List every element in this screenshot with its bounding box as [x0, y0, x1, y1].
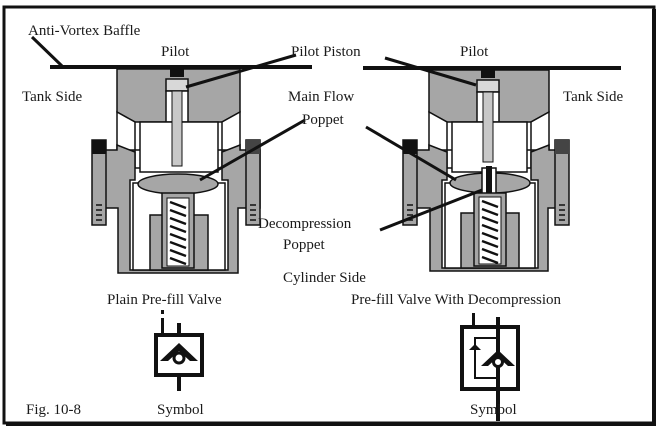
symbol-bypass-line-right [474, 337, 498, 379]
leader-pilot-piston-right [384, 56, 477, 87]
pilot-piston-left [165, 78, 189, 92]
leader-lines [30, 35, 483, 232]
bolt-thread-left-a [96, 204, 102, 221]
leader-decompression-poppet [379, 188, 483, 232]
label-tank-side-right: Tank Side [563, 89, 624, 105]
label-tank-side-left: Tank Side [22, 89, 83, 105]
bolt-thread-right-b [559, 204, 565, 221]
decompression-valve-symbol [460, 313, 520, 421]
symbol-pilot-line-left [161, 318, 164, 335]
leader-main-poppet-left [199, 118, 306, 182]
label-pilot-left: Pilot [161, 44, 190, 60]
label-pilot-right: Pilot [460, 44, 489, 60]
label-main-flow: Main Flow [288, 89, 354, 105]
symbol-box-right [460, 325, 520, 391]
label-anti-vortex-baffle: Anti-Vortex Baffle [28, 23, 141, 39]
anti-vortex-baffle-right [363, 66, 621, 70]
label-plain-prefill-valve: Plain Pre-fill Valve [107, 292, 222, 308]
label-symbol-right: Symbol [470, 402, 517, 418]
spring-coils-left [169, 200, 187, 266]
symbol-check-seat-left [160, 343, 198, 361]
pilot-stem-right [482, 91, 494, 163]
bolt-head-left-a [92, 140, 106, 154]
label-decompression-poppet: Poppet [283, 237, 326, 253]
label-figure-caption: Fig. 10-8 [26, 402, 81, 418]
frame-shadow-right [652, 9, 656, 425]
bolt-head-right-b [555, 140, 569, 154]
label-pilot-piston: Pilot Piston [291, 44, 361, 60]
plain-prefill-valve [50, 65, 312, 274]
valve-body-lower-left [97, 143, 261, 274]
leader-main-poppet-right [365, 125, 457, 182]
symbol-check-seat-right [481, 350, 515, 366]
symbol-dot-left [161, 310, 164, 314]
label-cylinder-side: Cylinder Side [283, 270, 366, 286]
symbol-ball-left [172, 351, 186, 365]
spring-coils-right [481, 199, 499, 265]
plain-valve-symbol [154, 310, 204, 391]
frame-shadow-bottom [6, 422, 656, 426]
symbol-pilot-line-right [472, 313, 475, 327]
symbol-flow-bottom-left [177, 375, 181, 391]
symbol-ball-right [492, 356, 504, 368]
label-main-flow-poppet: Poppet [302, 112, 345, 128]
label-decompression: Decompression [258, 216, 352, 232]
bolt-thread-left-b [250, 204, 256, 221]
pilot-cap-left [170, 69, 184, 77]
leader-anti-vortex-baffle [30, 35, 64, 68]
pilot-stem-left [171, 90, 183, 167]
decompression-stem-right [486, 166, 492, 194]
valve-body-lower-right [409, 143, 569, 272]
symbol-flow-top-left [177, 323, 181, 337]
symbol-decomp-check-right [469, 344, 481, 350]
pilot-cap-right [481, 70, 495, 78]
anti-vortex-baffle-left [50, 65, 312, 69]
pilot-piston-right [476, 79, 500, 93]
bolt-thread-right-a [407, 204, 413, 221]
decompression-prefill-valve [363, 66, 621, 272]
symbol-flow-line-right [496, 317, 500, 421]
leader-pilot-piston-left [185, 53, 297, 89]
label-prefill-with-decompression: Pre-fill Valve With Decompression [351, 292, 562, 308]
label-symbol-left: Symbol [157, 402, 204, 418]
